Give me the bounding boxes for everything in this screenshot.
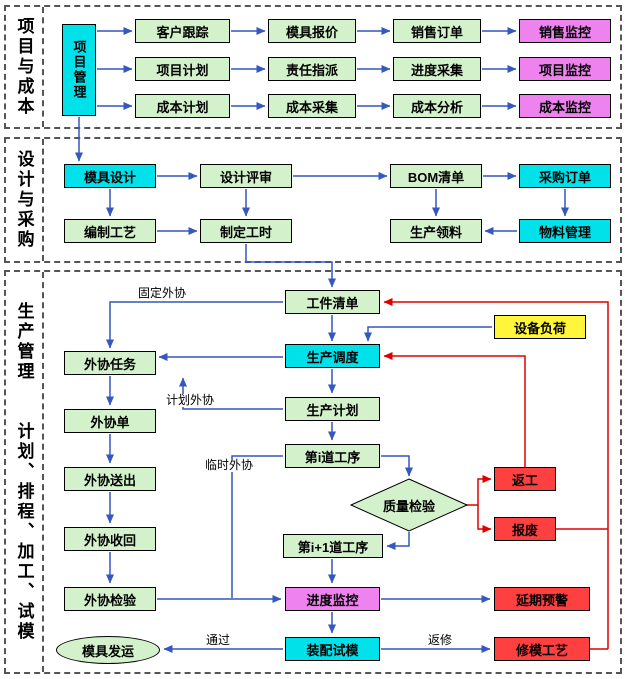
- node-material-mgmt: 物料管理: [519, 219, 611, 243]
- node-outsourcing-send: 外协送出: [64, 467, 156, 491]
- node-duty-assign: 责任指派: [268, 57, 356, 81]
- node-cost-analysis: 成本分析: [393, 94, 481, 118]
- blue-edges: [75, 27, 569, 653]
- node-prod-plan: 生产计划: [285, 397, 380, 421]
- node-delay-warning: 延期预警: [494, 587, 590, 611]
- node-sales-order: 销售订单: [393, 19, 481, 43]
- node-quality-check: 质量检验: [349, 478, 469, 532]
- node-progress-monitor: 进度监控: [285, 587, 380, 611]
- node-sales-monitor: 销售监控: [519, 19, 611, 43]
- node-scrap: 报废: [494, 517, 556, 541]
- section-label-strip: 生产管理 计划、排程、加工、试模: [6, 272, 44, 672]
- node-bom-list: BOM清单: [390, 164, 482, 188]
- node-outsourcing-order: 外协单: [64, 409, 156, 433]
- section-title: 项目与成本: [14, 17, 34, 117]
- node-project-plan: 项目计划: [135, 57, 230, 81]
- section-title: 生产管理 计划、排程、加工、试模: [14, 302, 34, 642]
- node-equipment-load: 设备负荷: [494, 315, 586, 339]
- edge-label-temp-outsourcing: 临时外协: [203, 458, 256, 472]
- edge-label-pass: 通过: [204, 633, 233, 647]
- edge-label-fixed-outsourcing: 固定外协: [136, 286, 189, 300]
- node-process-prep: 编制工艺: [64, 219, 156, 243]
- diamond-label: 质量检验: [382, 498, 435, 514]
- node-cost-collect: 成本采集: [268, 94, 356, 118]
- node-rework: 返工: [494, 467, 556, 491]
- edge-label-planned-outsourcing: 计划外协: [164, 393, 217, 407]
- node-mold-ship: 模具发运: [56, 636, 160, 664]
- node-cost-plan: 成本计划: [135, 94, 230, 118]
- section-label-strip: 项目与成本: [6, 7, 44, 127]
- node-customer-tracking: 客户跟踪: [135, 19, 230, 43]
- node-workpiece-list: 工件清单: [285, 290, 380, 314]
- node-mold-repair: 修模工艺: [494, 637, 590, 661]
- node-project-mgmt: 项目管理: [62, 24, 96, 116]
- node-process-i1: 第i+1道工序: [283, 534, 383, 558]
- node-design-review: 设计评审: [200, 164, 292, 188]
- diamond-shape: [349, 478, 469, 532]
- node-mold-design: 模具设计: [64, 164, 156, 188]
- node-work-hours: 制定工时: [200, 219, 292, 243]
- section-title: 设计与采购: [14, 150, 34, 250]
- node-assembly-trial: 装配试模: [285, 637, 380, 661]
- node-mold-quote: 模具报价: [268, 19, 356, 43]
- edge-label-repair: 返修: [426, 633, 455, 647]
- node-material-issue: 生产领料: [390, 219, 482, 243]
- node-process-i: 第i道工序: [285, 444, 380, 468]
- section-label-strip: 设计与采购: [6, 139, 44, 261]
- node-progress-collect: 进度采集: [393, 57, 481, 81]
- node-project-monitor: 项目监控: [519, 57, 611, 81]
- red-edges: [383, 298, 609, 650]
- node-outsourcing-task: 外协任务: [64, 351, 156, 375]
- node-prod-dispatch: 生产调度: [285, 344, 380, 368]
- node-outsourcing-inspect: 外协检验: [64, 587, 156, 611]
- node-cost-monitor: 成本监控: [519, 94, 611, 118]
- node-outsourcing-return: 外协收回: [64, 527, 156, 551]
- node-purchase-order: 采购订单: [519, 164, 611, 188]
